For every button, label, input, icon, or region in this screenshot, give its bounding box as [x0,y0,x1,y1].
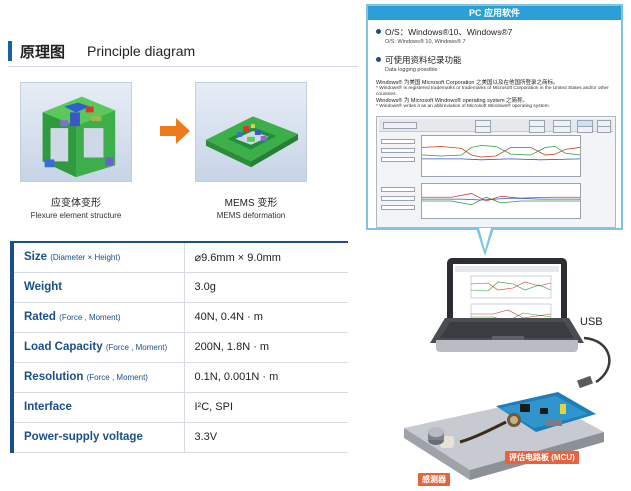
toolbar-field [529,126,545,133]
spec-sublabel: (Diameter × Height) [50,253,121,263]
pc-software-panel: PC 应用软件 O/S：Windows®10、Windows®7 O/S: Wi… [366,4,623,230]
spec-sublabel: (Force , Moment) [86,373,148,382]
principle-title-zh: 原理图 [20,42,66,61]
spec-row-load-capacity: Load Capacity (Force , Moment) 200N, 1.8… [10,332,348,363]
trademark-note-2-zh: Windows® 为 Microsoft Windows® operating … [376,98,529,104]
spec-value: 200N, 1.8N · m [183,332,348,363]
toolbar-button [597,126,611,133]
trademark-note-1-zh: Windows® 为美国 Microsoft Corporation 之美国以及… [376,80,559,86]
os-info-zh: O/S：Windows®10、Windows®7 [385,27,513,37]
spec-value: 40N, 0.4N · m [183,302,348,333]
spec-row-weight: Weight 3.0g [10,272,348,303]
force-readout-field [381,157,415,162]
callout-pointer-inner [479,228,491,250]
spec-sublabel: (Force , Moment) [105,343,168,352]
sensor-label: 感测器 [418,473,450,486]
spec-value: 0.1N, 0.001N · m [183,362,348,393]
usb-label: USB [580,316,603,328]
mems-caption-en: MEMS deformation [216,211,286,220]
pc-software-title: PC 应用软件 [368,6,621,20]
trademark-note-1: Windows® 为美国 Microsoft Corporation 之美国以及… [376,80,618,98]
logging-info: 可使用资料纪录功能 Data logging possible [376,54,462,73]
logging-info-zh: 可使用资料纪录功能 [385,55,462,65]
force-readout-field [381,139,415,144]
arrow-right-icon [160,118,190,144]
spec-value: 3.3V [183,422,348,453]
os-info: O/S：Windows®10、Windows®7 O/S: Windows® 1… [376,26,512,45]
moment-readout-field [381,187,415,192]
spec-value: I²C, SPI [183,392,348,423]
flexure-simulation-image [20,82,132,182]
flexure-caption-en: Flexure element structure [30,211,122,220]
spec-row-power-supply: Power-supply voltage 3.3V [10,422,348,453]
spec-label: Resolution [24,371,84,383]
spec-label: Weight [24,281,63,293]
laptop-keyboard-base [436,340,578,352]
flexure-caption-zh: 应变体变形 [51,198,101,209]
spec-value: 3.0g [183,272,348,303]
spec-label: Power-supply voltage [24,431,143,443]
toolbar-button [553,126,571,133]
bullet-icon [376,57,381,62]
heading-divider [8,66,358,67]
spec-label: Size [24,251,48,264]
force-readout-field [381,148,415,153]
moment-readout-field [381,205,415,210]
toolbar-field [475,126,491,133]
spec-label: Interface [24,401,72,413]
spec-sublabel: (Force , Moment) [59,313,121,322]
trademark-note-1-en: * Windows® is registered trademarks or t… [376,86,609,97]
spec-label: Load Capacity [24,341,103,353]
moment-plot [421,183,581,219]
toolbar-button [577,126,593,133]
os-info-en: O/S: Windows® 10, Windows® 7 [385,39,466,45]
logging-info-en: Data logging possible [385,67,438,73]
toolbar-checkbox [383,122,417,129]
trademark-note-2-en: * Windows® writes it as an abbreviation … [376,104,550,109]
flexure-caption: 应变体变形 Flexure element structure [6,194,146,220]
moment-readout-field [381,196,415,201]
spec-row-resolution: Resolution (Force , Moment) 0.1N, 0.001N… [10,362,348,393]
bullet-icon [376,29,381,34]
principle-title-en: Principle diagram [87,43,196,59]
software-screenshot [376,116,616,228]
evaluation-board-label: 评估电路板 (MCU) [505,451,579,464]
spec-value: ⌀9.6mm × 9.0mm [183,241,348,273]
spec-row-interface: Interface I²C, SPI [10,392,348,423]
spec-row-size: Size (Diameter × Height) ⌀9.6mm × 9.0mm [10,241,348,273]
software-toolbar [379,119,613,133]
spec-table: Size (Diameter × Height) ⌀9.6mm × 9.0mm … [10,241,348,453]
principle-heading: 原理图 Principle diagram [8,40,195,62]
mems-caption: MEMS 变形 MEMS deformation [181,194,321,220]
heading-accent-bar [8,41,12,61]
mems-caption-zh: MEMS 变形 [224,198,278,209]
spec-row-rated: Rated (Force , Moment) 40N, 0.4N · m [10,302,348,333]
spec-label: Rated [24,311,56,323]
trademark-note-2: Windows® 为 Microsoft Windows® operating … [376,98,618,110]
force-plot [421,135,581,177]
mems-simulation-image [195,82,307,182]
evaluation-board-image [404,392,604,480]
